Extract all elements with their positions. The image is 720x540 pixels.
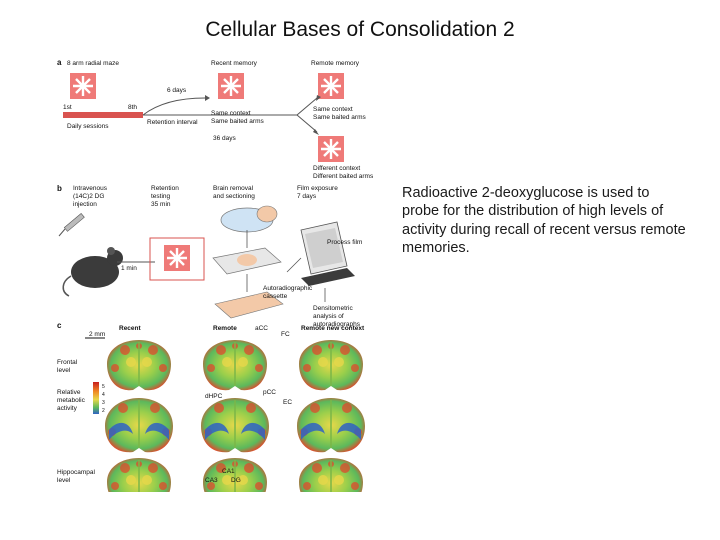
panel-b: b Intravenous (14C)2 DG injection Retent… bbox=[57, 184, 362, 328]
column-recent: Recent bbox=[119, 325, 142, 332]
panel-c: c 2 mm Recent Remote Remote new context … bbox=[57, 321, 366, 492]
same-baited-recent: Same baited arms bbox=[211, 118, 264, 125]
row-frontal-label-1: Frontal bbox=[57, 359, 78, 366]
syringe-icon bbox=[58, 212, 85, 237]
panel-c-letter: c bbox=[57, 321, 62, 330]
brain-recent-frontal bbox=[106, 339, 172, 391]
densitometric-label-1: Densitometric bbox=[313, 305, 353, 312]
brain-remote-hippocampal-lower bbox=[202, 457, 268, 492]
brain-removal-label-1: Brain removal bbox=[213, 185, 254, 192]
panel-a: a 8 arm radial maze Recent memory Remote… bbox=[57, 58, 374, 180]
brain-remote-new-hippocampal bbox=[296, 397, 366, 454]
one-minute-label: 1 min bbox=[121, 265, 137, 272]
same-context-remote: Same context bbox=[313, 106, 353, 113]
label-ec: EC bbox=[283, 399, 292, 406]
label-ca1: CA1 bbox=[222, 468, 235, 475]
daily-sessions-bar bbox=[63, 112, 143, 118]
activity-color-scale bbox=[93, 382, 99, 414]
different-baited-label: Different baited arms bbox=[313, 173, 374, 180]
maze-label: 8 arm radial maze bbox=[67, 60, 119, 67]
label-dhpc: dHPC bbox=[205, 393, 223, 400]
brain-recent-hippocampal bbox=[104, 397, 174, 454]
row-hippocampal-label-2: level bbox=[57, 477, 71, 484]
scale-label-2: metabolic bbox=[57, 397, 86, 404]
intravenous-label-2: (14C)2 DG bbox=[73, 193, 104, 200]
densitometric-label-3: autoradiographs bbox=[313, 321, 361, 328]
autoradiographic-label-2: cassette bbox=[263, 293, 288, 300]
six-days-label: 6 days bbox=[167, 87, 187, 94]
different-context-label: Different context bbox=[313, 165, 360, 172]
memory-consolidation-figure: a 8 arm radial maze Recent memory Remote… bbox=[57, 58, 374, 492]
eighth-session-label: 8th bbox=[128, 104, 137, 111]
slide-title: Cellular Bases of Consolidation 2 bbox=[205, 18, 515, 41]
thirtysix-days-label: 36 days bbox=[213, 135, 237, 142]
label-pcc: pCC bbox=[263, 389, 276, 396]
panel-b-letter: b bbox=[57, 184, 62, 193]
recent-memory-label: Recent memory bbox=[211, 60, 258, 67]
remote-memory-label: Remote memory bbox=[311, 60, 360, 67]
scale-tick-3: 3 bbox=[102, 400, 105, 406]
scale-bar-label: 2 mm bbox=[89, 331, 105, 338]
scale-label-3: activity bbox=[57, 405, 78, 412]
mouse-icon bbox=[62, 247, 123, 297]
panel-a-letter: a bbox=[57, 58, 62, 67]
retention-label-1: Retention bbox=[151, 185, 179, 192]
brain-recent-hippocampal-lower bbox=[106, 457, 172, 492]
autoradiographic-label-1: Autoradiographic bbox=[263, 285, 313, 292]
brain-remote-hippocampal bbox=[200, 397, 270, 454]
column-remote: Remote bbox=[213, 325, 237, 332]
brain-remote-frontal bbox=[202, 339, 268, 391]
scale-label-1: Relative bbox=[57, 389, 81, 396]
brain-removal-label-2: and sectioning bbox=[213, 193, 255, 200]
brain-remote-new-frontal bbox=[298, 339, 364, 391]
process-film-label: Process film bbox=[327, 239, 362, 246]
film-exposure-label-2: 7 days bbox=[297, 193, 317, 200]
retention-label-3: 35 min bbox=[151, 201, 171, 208]
scale-tick-2: 2 bbox=[102, 408, 105, 414]
slide-caption: Radioactive 2-deoxyglucose is used to pr… bbox=[402, 185, 686, 257]
maze-icon-remote-different bbox=[316, 134, 346, 164]
row-frontal-label-2: level bbox=[57, 367, 71, 374]
scale-tick-4: 4 bbox=[102, 392, 105, 398]
intravenous-label-1: Intravenous bbox=[73, 185, 108, 192]
densitometric-label-2: analysis of bbox=[313, 313, 344, 320]
scale-tick-5: 5 bbox=[102, 384, 105, 390]
maze-icon-remote-same bbox=[316, 71, 346, 101]
film-cassette-icon bbox=[300, 221, 355, 286]
first-session-label: 1st bbox=[63, 104, 72, 111]
label-fc: FC bbox=[281, 331, 290, 338]
brain-sectioning-icon bbox=[212, 205, 284, 319]
column-remote-new-context: Remote new context bbox=[301, 325, 365, 332]
retention-interval-label: Retention interval bbox=[147, 119, 198, 126]
intravenous-label-3: injection bbox=[73, 201, 97, 208]
label-acc: aCC bbox=[255, 325, 268, 332]
film-exposure-label-1: Film exposure bbox=[297, 185, 338, 192]
daily-sessions-label: Daily sessions bbox=[67, 123, 109, 130]
maze-icon-recent bbox=[216, 71, 246, 101]
brain-remote-new-hippocampal-lower bbox=[298, 457, 364, 492]
label-dg: DG bbox=[231, 477, 241, 484]
row-hippocampal-label-1: Hippocampal bbox=[57, 469, 95, 476]
maze-icon-testing bbox=[162, 243, 192, 273]
maze-icon-training bbox=[68, 71, 98, 101]
same-context-recent: Same context bbox=[211, 110, 251, 117]
same-baited-remote: Same baited arms bbox=[313, 114, 366, 121]
testing-box bbox=[149, 237, 205, 281]
retention-label-2: testing bbox=[151, 193, 171, 200]
label-ca3: CA3 bbox=[205, 477, 218, 484]
